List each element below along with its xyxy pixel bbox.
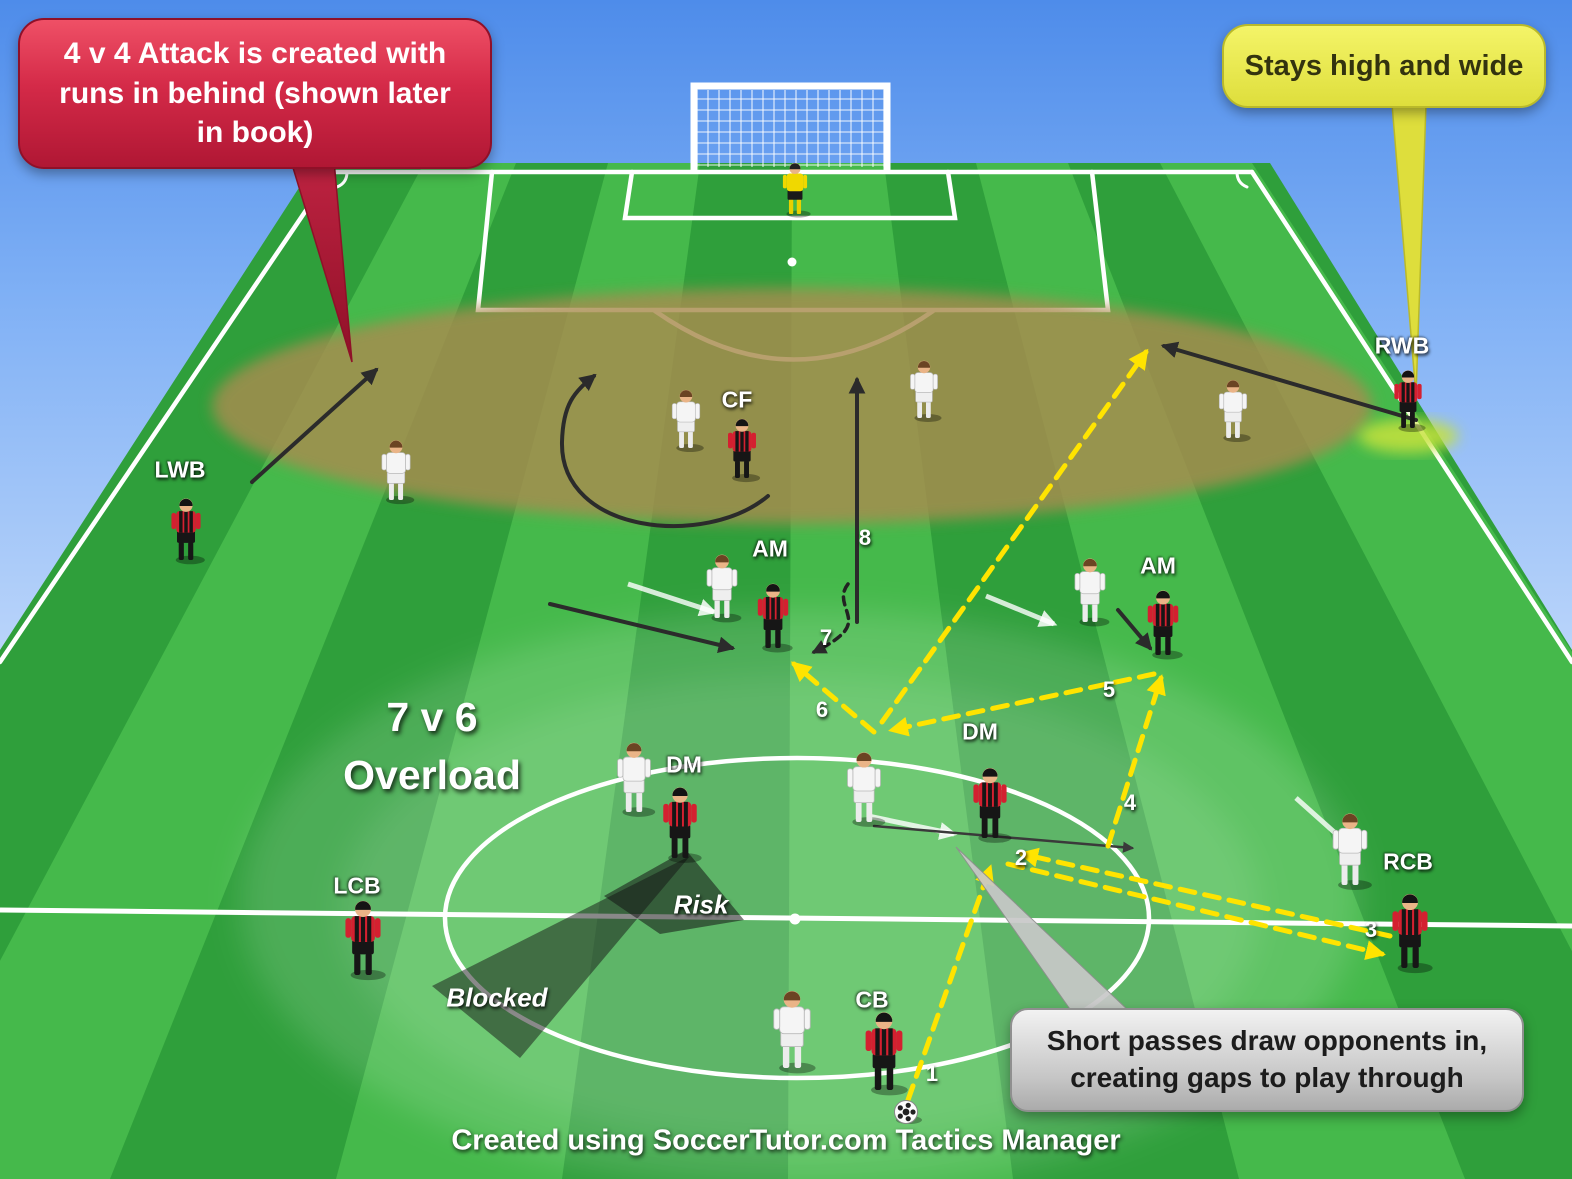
player-white-7 (617, 742, 656, 817)
pass-long (879, 348, 1149, 725)
player-red-cb (865, 1012, 908, 1096)
player-white-5 (706, 554, 742, 623)
pass-5 (888, 671, 1157, 737)
pass-2 (1005, 861, 1386, 960)
dribble-arrow-am (811, 582, 851, 654)
player-red-lwb (171, 498, 205, 565)
pass-3 (1018, 847, 1393, 939)
player-red-am-right (1147, 590, 1183, 660)
ball (894, 1100, 922, 1124)
zone-high-press-brown (212, 288, 1372, 524)
player-white-4 (1218, 380, 1251, 443)
player-red-cf (728, 418, 761, 483)
run-arrows (250, 341, 1418, 853)
player-white-3 (910, 360, 942, 422)
run-arrow-rwb (1160, 341, 1418, 422)
centre-markings (0, 755, 1572, 1081)
player-white-6 (1074, 558, 1110, 627)
bubble-tails (282, 103, 1427, 1013)
blocked-beam (432, 856, 690, 1058)
player-red-lcb (345, 900, 386, 981)
press-arrow-am-right (1116, 608, 1153, 651)
player-red-rcb (1392, 893, 1433, 974)
player-white-10 (773, 990, 816, 1074)
player-white-9 (1332, 813, 1372, 890)
pass-4 (1105, 674, 1166, 849)
player-white-8 (847, 752, 886, 827)
player-red-dm-right (973, 767, 1012, 843)
zone-rwb-highlight (1358, 419, 1458, 453)
player-goalkeeper (782, 162, 811, 218)
run-arrow-lwb (250, 367, 379, 484)
pointer-arrow-dm (872, 824, 1135, 853)
goal (690, 82, 891, 170)
player-white-2 (671, 389, 704, 453)
press-arrow-am-left (548, 602, 736, 654)
pass-arrows (790, 348, 1393, 1103)
penalty-spot (787, 257, 797, 267)
risk-blocked-beams (432, 850, 744, 1058)
player-red-rwb (1394, 370, 1426, 433)
run-arrow-cf (559, 373, 770, 529)
player-red-am-left (757, 583, 793, 653)
player-white-1 (381, 440, 415, 505)
pass-6 (790, 661, 877, 735)
players-layer (171, 162, 1433, 1096)
pass-1 (905, 864, 995, 1103)
player-red-dm-left (663, 787, 702, 863)
